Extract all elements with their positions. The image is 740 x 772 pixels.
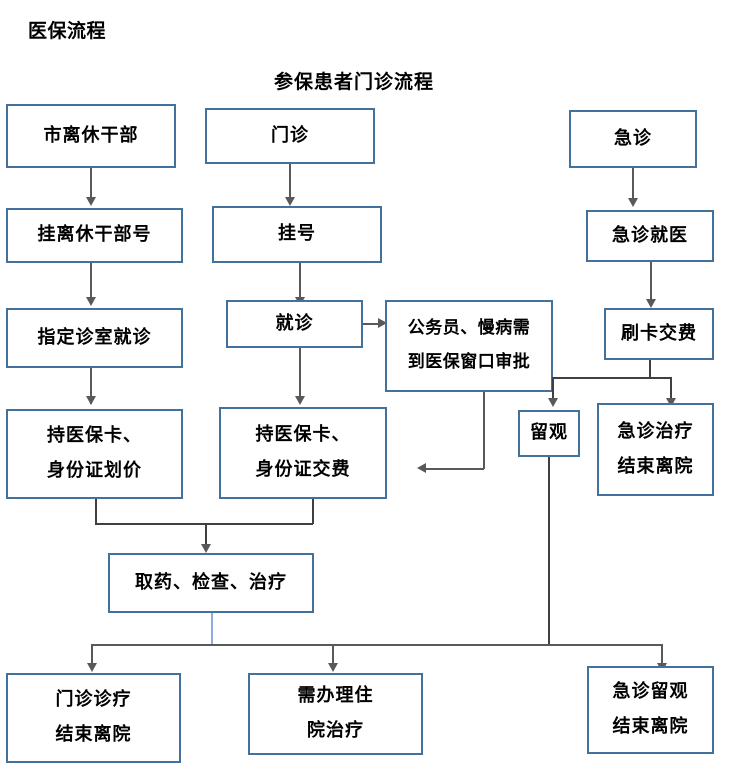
connector-merge-to-quyao	[205, 523, 207, 547]
node-jizhen[interactable]: 急诊	[569, 110, 697, 168]
node-liuguan[interactable]: 留观	[518, 410, 580, 457]
arrowhead-down	[86, 396, 96, 405]
connector-jiuzhen-jiaofei	[299, 348, 301, 402]
connector-gongwuyuan-elbow-vertical	[483, 392, 485, 469]
node-label-line2: 院治疗	[307, 720, 364, 741]
node-shilixiu[interactable]: 市离休干部	[6, 104, 176, 168]
node-jiaofei[interactable]: 持医保卡、 身份证交费	[219, 407, 387, 499]
node-zhidingzhenshi[interactable]: 指定诊室就诊	[6, 308, 183, 368]
node-jizhenzhiliao[interactable]: 急诊治疗 结束离院	[597, 403, 714, 496]
node-gualixiuhao[interactable]: 挂离休干部号	[6, 208, 183, 263]
arrowhead-down	[295, 396, 305, 405]
node-label: 刷卡交费	[621, 322, 697, 344]
connector-merge-bus	[95, 523, 313, 525]
arrowhead-down	[666, 398, 676, 407]
connector-liuguan-stem	[548, 457, 550, 645]
connector-zhidingzhenshi-huajia	[90, 368, 92, 404]
arrowhead-down	[87, 663, 97, 672]
node-label-line1: 门诊诊疗	[55, 689, 132, 711]
connector-bottom-bus	[91, 644, 662, 646]
arrowhead-down	[86, 197, 96, 206]
connector-emergency-bus	[552, 377, 671, 379]
node-label-line1: 需办理住	[297, 685, 374, 707]
node-menzhen[interactable]: 门诊	[205, 108, 375, 164]
arrowhead-down	[86, 297, 96, 306]
connector-jizhenjiuyi-shuakajiaofei	[650, 262, 652, 302]
node-huajia[interactable]: 持医保卡、 身份证划价	[6, 409, 183, 499]
chart-subtitle: 参保患者门诊流程	[274, 71, 435, 93]
node-label: 市离休干部	[43, 124, 139, 146]
node-label: 就诊	[275, 312, 314, 334]
node-menzhenzhenliao[interactable]: 门诊诊疗 结束离院	[6, 673, 181, 763]
connector-guahao-jiuzhen	[299, 263, 301, 300]
node-label-line2: 身份证交费	[255, 459, 351, 480]
arrowhead-right	[378, 318, 387, 328]
node-label: 挂离休干部号	[37, 224, 152, 246]
arrowhead-down	[646, 299, 656, 308]
arrowhead-down	[328, 663, 338, 672]
node-label: 急诊	[614, 127, 652, 149]
connector-quyao-stem	[211, 613, 213, 645]
node-label-line2: 结束离院	[55, 724, 132, 745]
node-label: 留观	[530, 422, 568, 444]
arrowhead-left	[417, 463, 426, 473]
connector-huajia-stem	[95, 499, 97, 524]
connector-jizhen-jizhenjiuyi	[632, 168, 634, 201]
connector-bus-to-xubanli	[332, 644, 334, 666]
arrowhead-down	[201, 544, 211, 553]
node-label: 门诊	[271, 124, 309, 146]
node-jiuzhen[interactable]: 就诊	[226, 300, 363, 348]
node-label-line1: 持医保卡、	[255, 424, 351, 446]
node-guahao[interactable]: 挂号	[212, 206, 382, 263]
node-label-line1: 持医保卡、	[47, 425, 142, 447]
connector-bus-to-liuguan	[552, 377, 554, 401]
node-label-line1: 急诊留观	[612, 681, 689, 703]
node-label-line1: 公务员、慢病需	[407, 318, 531, 339]
node-label: 指定诊室就诊	[37, 326, 152, 348]
connector-gongwuyuan-elbow-horizontal	[425, 468, 484, 470]
node-label-line2: 到医保窗口审批	[407, 352, 531, 372]
connector-gualixiuhao-zhidingzhenshi	[90, 263, 92, 299]
node-gongwuyuan[interactable]: 公务员、慢病需 到医保窗口审批	[385, 300, 553, 392]
connector-bus-to-menzhenzhenliao	[91, 644, 93, 666]
node-label-line2: 身份证划价	[47, 460, 142, 481]
connector-shilixiu-gualixiuhao	[90, 168, 92, 200]
node-label: 急诊就医	[612, 224, 688, 246]
page-title: 医保流程	[28, 20, 107, 42]
node-label-line1: 急诊治疗	[617, 420, 694, 442]
node-jizhenliuguan[interactable]: 急诊留观 结束离院	[587, 666, 714, 754]
arrowhead-down	[548, 398, 558, 407]
node-label-line2: 结束离院	[612, 716, 689, 737]
connector-menzhen-guahao	[289, 164, 291, 200]
connector-bus-to-jizhenzhiliao	[670, 377, 672, 401]
arrowhead-down	[628, 198, 638, 207]
connector-shuakajiaofei-stem	[649, 360, 651, 378]
node-jizhenjiuyi[interactable]: 急诊就医	[586, 210, 714, 262]
arrowhead-down	[285, 197, 295, 206]
connector-bus-to-jizhenliuguan	[661, 644, 663, 666]
node-label: 挂号	[278, 223, 316, 245]
node-shuakajiaofei[interactable]: 刷卡交费	[604, 308, 714, 360]
node-quyao[interactable]: 取药、检查、治疗	[108, 553, 314, 613]
connector-jiaofei-stem	[312, 499, 314, 524]
connector-jiuzhen-gongwuyuan	[363, 323, 379, 325]
node-xubanlizhuyuan[interactable]: 需办理住 院治疗	[248, 673, 423, 755]
node-label-line2: 结束离院	[617, 455, 694, 477]
node-label: 取药、检查、治疗	[135, 571, 287, 593]
